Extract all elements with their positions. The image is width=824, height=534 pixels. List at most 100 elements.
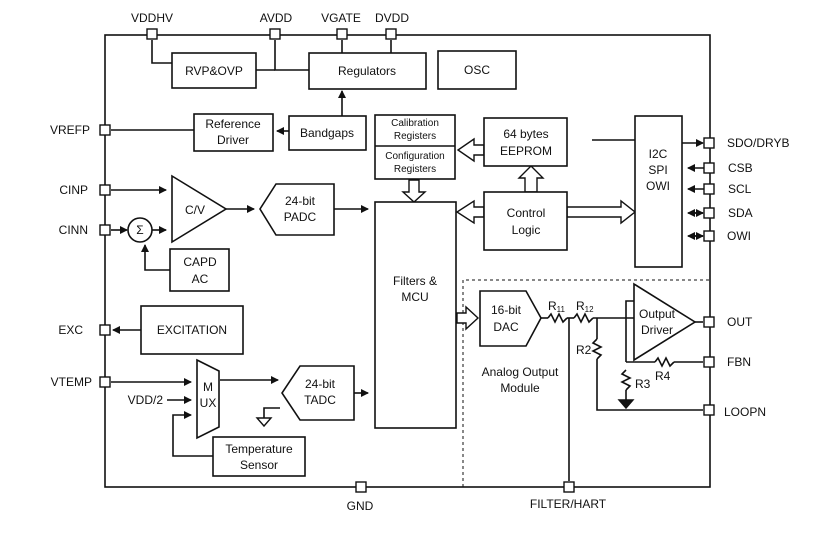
interface-block xyxy=(634,115,683,268)
calibration-registers-label-1: Calibration xyxy=(391,118,439,129)
capd-ac-label-1: CAPD xyxy=(183,255,217,269)
pin-label-loopn: LOOPN xyxy=(724,405,766,419)
pin-label-vgate: VGATE xyxy=(321,11,361,25)
bandgaps-label: Bandgaps xyxy=(300,126,354,140)
ground-symbols xyxy=(255,399,635,428)
analog-output-module-outline xyxy=(462,279,710,487)
pad-vtemp xyxy=(99,376,111,388)
temperature-sensor-block xyxy=(212,436,306,477)
pin-label-filter-hart: FILTER/HART xyxy=(530,497,607,511)
pin-label-cinp: CINP xyxy=(59,183,88,197)
dac-label-1: 16-bit xyxy=(491,303,522,317)
control-logic-block xyxy=(483,191,568,251)
pin-label-fbn: FBN xyxy=(727,355,751,369)
padc-block xyxy=(259,183,335,236)
eeprom-block xyxy=(483,117,568,167)
rvp-ovp-label: RVP&OVP xyxy=(185,64,243,78)
rvp-ovp-block xyxy=(171,52,257,89)
osc-block xyxy=(437,50,517,90)
pad-vrefp xyxy=(99,124,111,136)
pad-avdd xyxy=(269,28,281,40)
tadc-block xyxy=(281,365,355,421)
summing-junction xyxy=(127,217,153,243)
pin-label-sdo-dryb: SDO/DRYB xyxy=(727,136,789,150)
sum-symbol: Σ xyxy=(136,223,143,237)
pin-label-avdd: AVDD xyxy=(260,11,293,25)
tadc-label-1: 24-bit xyxy=(305,377,336,391)
pad-fbn xyxy=(703,356,715,368)
pad-exc xyxy=(99,324,111,336)
eeprom-label-1: 64 bytes xyxy=(503,127,548,141)
excitation-block xyxy=(140,305,244,355)
control-logic-label-1: Control xyxy=(507,206,546,220)
pin-label-gnd: GND xyxy=(347,499,374,513)
r3-label: R3 xyxy=(635,377,651,391)
registers-block xyxy=(374,114,456,180)
padc-label-2: PADC xyxy=(284,210,317,224)
eeprom-label-2: EEPROM xyxy=(500,144,552,158)
tadc-label-2: TADC xyxy=(304,393,336,407)
pad-vgate xyxy=(336,28,348,40)
dac-label-2: DAC xyxy=(493,320,519,334)
pin-pads xyxy=(99,28,715,493)
pad-dvdd xyxy=(385,28,397,40)
output-driver-label-1: Output xyxy=(639,307,676,321)
r11-label: R11 xyxy=(548,299,566,314)
analog-output-module-label-1: Analog Output xyxy=(482,365,559,379)
mux-label-2: UX xyxy=(200,396,217,410)
pad-owi xyxy=(703,230,715,242)
pad-sda xyxy=(703,207,715,219)
pin-label-vrefp: VREFP xyxy=(50,123,90,137)
mux-label-1: M xyxy=(203,380,213,394)
pin-label-cinn: CINN xyxy=(59,223,88,237)
pad-loopn xyxy=(703,404,715,416)
pad-sdo-dryb xyxy=(703,137,715,149)
reference-driver-label-1: Reference xyxy=(205,117,261,131)
pad-gnd xyxy=(355,481,367,493)
osc-label: OSC xyxy=(464,63,490,77)
bus-arrows xyxy=(401,137,637,331)
regulators-label: Regulators xyxy=(338,64,396,78)
pin-label-csb: CSB xyxy=(728,161,753,175)
filters-mcu-block xyxy=(374,201,457,429)
temperature-sensor-label-1: Temperature xyxy=(225,442,293,456)
calibration-registers-label-2: Registers xyxy=(394,131,436,142)
reference-driver-label-2: Driver xyxy=(217,133,249,147)
pad-out xyxy=(703,316,715,328)
interface-label-owi: OWI xyxy=(646,179,670,193)
pad-csb xyxy=(703,162,715,174)
output-driver-label-2: Driver xyxy=(641,323,673,337)
pad-cinp xyxy=(99,184,111,196)
output-driver xyxy=(633,282,697,362)
pad-filter-hart xyxy=(563,481,575,493)
cv-amplifier xyxy=(171,174,228,244)
analog-output-module-label-2: Module xyxy=(500,381,540,395)
interface-label-i2c: I2C xyxy=(649,147,668,161)
pin-label-vddhv: VDDHV xyxy=(131,11,173,25)
wires xyxy=(111,40,705,481)
pin-label-exc: EXC xyxy=(58,323,83,337)
mux-block xyxy=(196,358,220,440)
pin-label-vtemp: VTEMP xyxy=(51,375,92,389)
r12-label: R12 xyxy=(576,299,594,314)
pad-cinn xyxy=(99,224,111,236)
temperature-sensor-label-2: Sensor xyxy=(240,458,278,472)
capd-ac-label-2: AC xyxy=(192,272,209,286)
dac-block xyxy=(479,290,542,347)
excitation-label: EXCITATION xyxy=(157,323,227,337)
padc-label-1: 24-bit xyxy=(285,194,316,208)
configuration-registers-label-2: Registers xyxy=(394,164,436,175)
reference-driver-block xyxy=(193,113,274,152)
pin-label-owi: OWI xyxy=(727,229,751,243)
pin-label-dvdd: DVDD xyxy=(375,11,409,25)
configuration-registers-label-1: Configuration xyxy=(385,151,444,162)
bandgaps-block xyxy=(288,115,367,151)
chip-outline xyxy=(104,34,711,488)
pin-label-out: OUT xyxy=(727,315,753,329)
filters-mcu-label-1: Filters & xyxy=(393,274,437,288)
pad-scl xyxy=(703,183,715,195)
r4-label: R4 xyxy=(655,369,671,383)
cv-label: C/V xyxy=(185,203,205,217)
pin-label-sda: SDA xyxy=(728,206,753,220)
